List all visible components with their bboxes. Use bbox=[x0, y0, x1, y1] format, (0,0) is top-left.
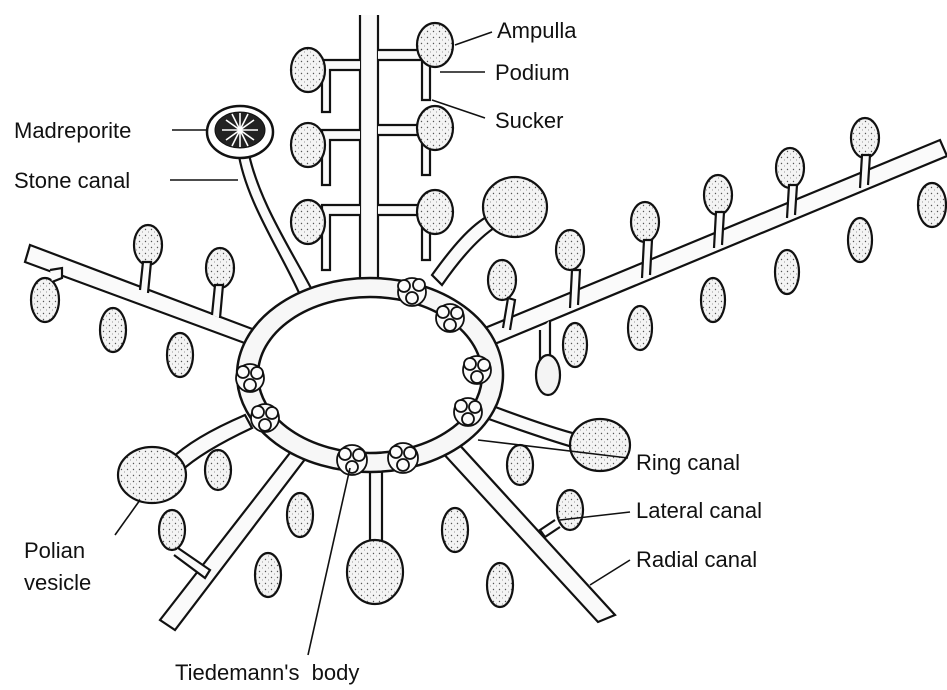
tiedemanns-body bbox=[454, 398, 482, 426]
tiedemanns-body bbox=[388, 443, 418, 473]
tube-foot bbox=[378, 106, 453, 175]
label-polian-vesicle-line2: vesicle bbox=[24, 570, 91, 595]
label-stone-canal: Stone canal bbox=[14, 168, 130, 193]
label-madreporite: Madreporite bbox=[14, 118, 131, 143]
madreporite bbox=[207, 106, 273, 158]
label-ampulla: Ampulla bbox=[497, 18, 577, 43]
tube-foot bbox=[291, 200, 360, 270]
label-tiedemanns-body: Tiedemann's body bbox=[175, 660, 359, 685]
label-lateral-canal: Lateral canal bbox=[636, 498, 762, 523]
label-sucker: Sucker bbox=[495, 108, 563, 133]
tiedemanns-body bbox=[436, 304, 464, 332]
label-polian-vesicle-line1: Polian bbox=[24, 538, 85, 563]
label-podium: Podium bbox=[495, 60, 570, 85]
tube-foot bbox=[378, 190, 453, 260]
tiedemanns-body bbox=[337, 445, 367, 475]
tube-foot bbox=[378, 23, 453, 100]
tube-foot bbox=[918, 183, 946, 227]
tube-foot bbox=[291, 123, 360, 185]
tiedemanns-body bbox=[236, 364, 264, 392]
tiedemanns-body bbox=[251, 404, 279, 432]
tube-foot bbox=[31, 268, 62, 322]
radial-canal-top bbox=[360, 15, 378, 290]
label-radial-canal: Radial canal bbox=[636, 547, 757, 572]
label-ring-canal: Ring canal bbox=[636, 450, 740, 475]
tiedemanns-body bbox=[463, 356, 491, 384]
tube-foot bbox=[291, 48, 360, 112]
tiedemanns-body bbox=[398, 278, 426, 306]
